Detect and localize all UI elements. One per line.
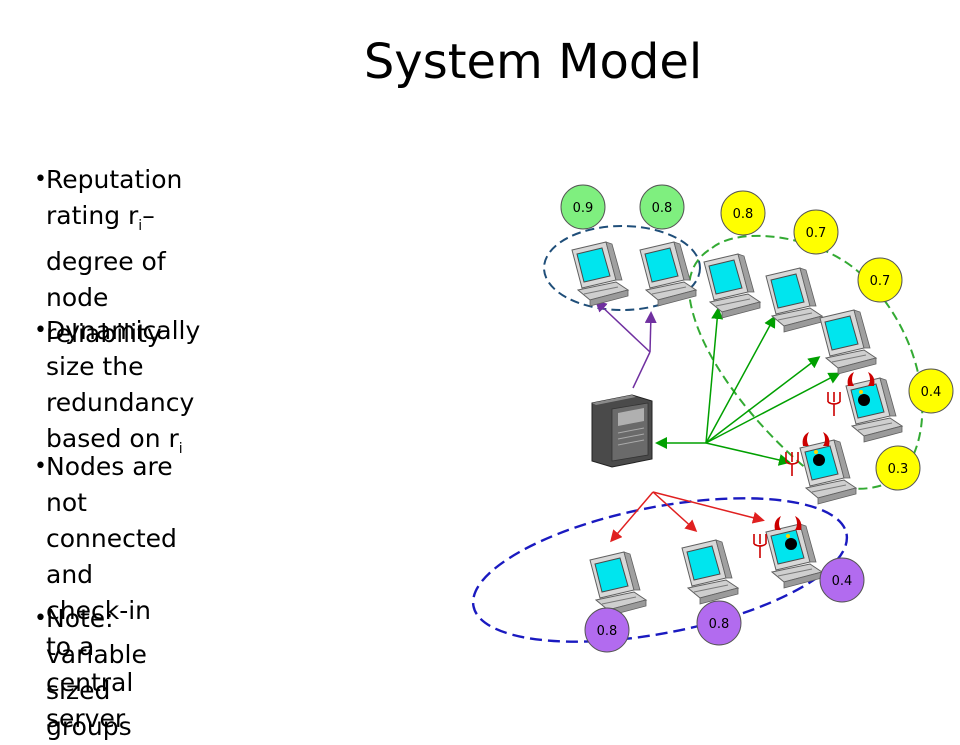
- computer-icon: [819, 309, 877, 375]
- bullet-text: Dynamically size the redundancy based on…: [46, 316, 201, 457]
- red-link: [610, 491, 654, 543]
- pitchfork-icon: [785, 451, 799, 477]
- pitchfork-icon: [827, 391, 841, 417]
- bullet-dot: •: [34, 318, 47, 343]
- computer-icon: [845, 377, 903, 443]
- badge-label: 0.9: [573, 201, 594, 216]
- network-diagram: 0.9 0.8 0.8 0.7 0.7 0.4 0.3 0.4 0.8 0.8: [471, 184, 954, 653]
- badge-label: 0.7: [870, 274, 891, 289]
- bottom-group-ellipse: [471, 497, 849, 643]
- badge-label: 0.3: [888, 462, 909, 477]
- green-link: [705, 442, 791, 466]
- purple-link: [644, 311, 657, 353]
- badge-right-5: 0.3: [875, 445, 921, 491]
- computer-icon: [799, 439, 857, 505]
- computer-icon: [681, 539, 739, 605]
- green-link: [705, 307, 724, 444]
- top-group-links: [594, 299, 657, 389]
- badge-label: 0.4: [921, 385, 942, 400]
- badge-label: 0.8: [597, 624, 618, 639]
- computer-icon: [703, 253, 761, 319]
- purple-link: [594, 299, 651, 353]
- badge-label: 0.8: [652, 201, 673, 216]
- badge-right-1: 0.8: [720, 190, 766, 236]
- badge-bottom-1: 0.4: [819, 557, 865, 603]
- top-group-ellipse: [543, 225, 701, 311]
- red-link: [652, 491, 698, 533]
- badge-label: 0.7: [806, 226, 827, 241]
- purple-link: [632, 351, 651, 389]
- green-link: [705, 315, 776, 444]
- badge-bottom-2: 0.8: [584, 607, 630, 653]
- computer-icon: [765, 523, 823, 589]
- green-link: [705, 372, 841, 444]
- badge-right-3: 0.7: [857, 257, 903, 303]
- badge-label: 0.8: [733, 207, 754, 222]
- computer-icon: [589, 551, 647, 617]
- right-group-links: [655, 307, 841, 466]
- red-link: [652, 491, 765, 524]
- badge-bottom-3: 0.8: [696, 600, 742, 646]
- slide-title: System Model: [363, 34, 703, 90]
- green-link: [705, 356, 821, 444]
- badge-right-4: 0.4: [908, 368, 954, 414]
- computer-icon: [639, 241, 697, 307]
- badge-top-1: 0.9: [560, 184, 606, 230]
- pitchfork-icon: [753, 533, 767, 559]
- badge-top-2: 0.8: [639, 184, 685, 230]
- badge-right-2: 0.7: [793, 209, 839, 255]
- badge-label: 0.4: [832, 574, 853, 589]
- computer-icon: [765, 267, 823, 333]
- badge-label: 0.8: [709, 617, 730, 632]
- bullet-text: Reputation rating ri– degree of node rel…: [46, 165, 183, 348]
- computer-icon: [571, 241, 629, 307]
- bullet-dot: •: [34, 454, 47, 479]
- bullet-dot: •: [34, 606, 47, 631]
- bullet-dot: •: [34, 167, 47, 192]
- server-icon: [591, 394, 653, 468]
- bottom-group-links: [610, 491, 765, 543]
